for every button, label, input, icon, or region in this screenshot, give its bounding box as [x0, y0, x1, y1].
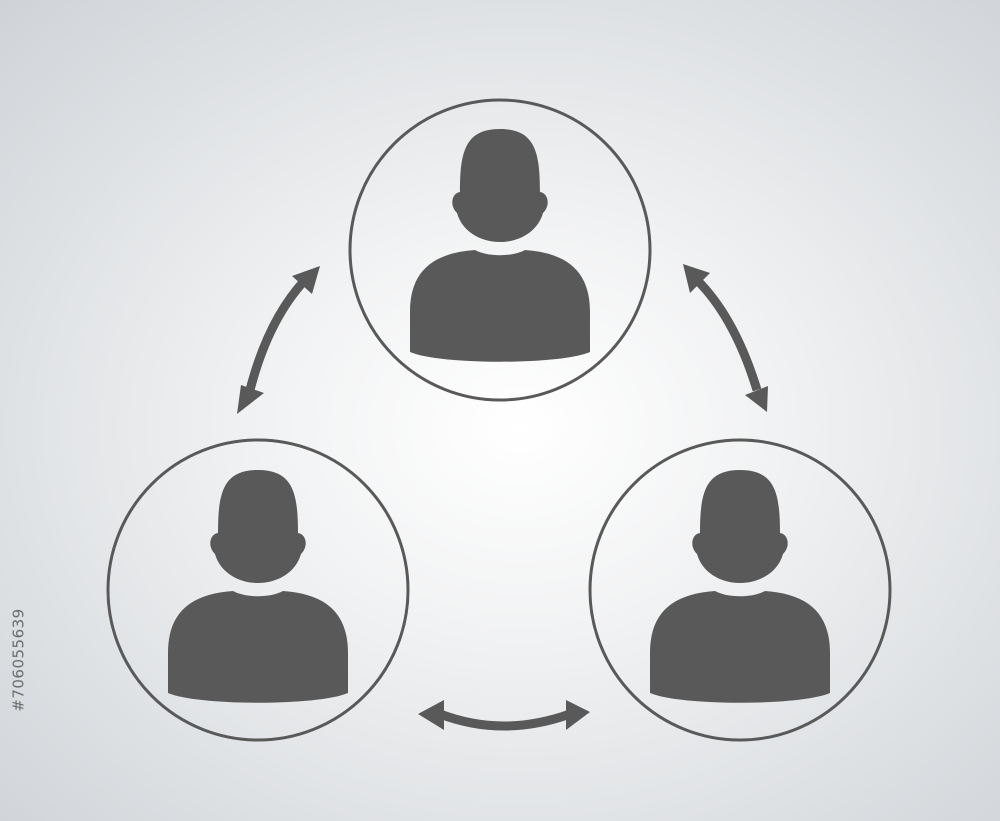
person-node-right [588, 438, 892, 742]
node-ring-right [588, 438, 892, 742]
double-arrow-icon [237, 266, 320, 414]
node-ring-left [106, 438, 410, 742]
node-ring-top [348, 98, 652, 402]
person-node-top [348, 98, 652, 402]
person-icon [410, 129, 590, 362]
stock-id-text: #706055639 [10, 608, 28, 712]
person-node-left [106, 438, 410, 742]
stock-id-label: #706055639 [6, 580, 32, 740]
double-arrow-icon [683, 264, 768, 412]
person-icon [650, 470, 830, 703]
double-arrow-icon [418, 700, 590, 731]
person-icon [168, 470, 348, 703]
